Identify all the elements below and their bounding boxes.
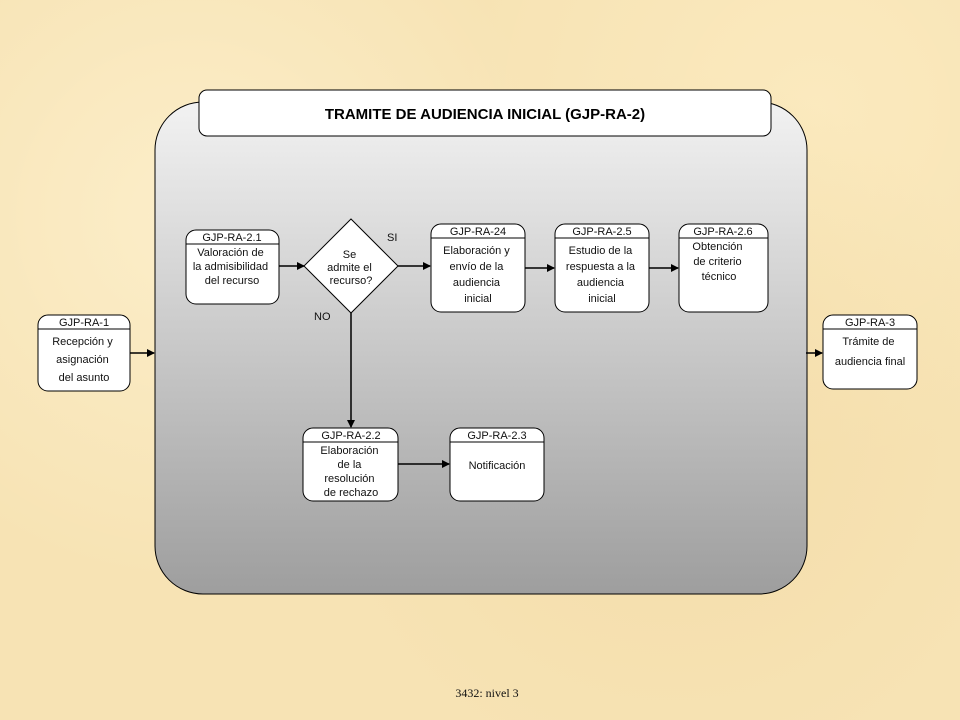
box-line: envío de la (450, 261, 505, 273)
box-line: resolución (324, 473, 374, 485)
box-line: Elaboración y (443, 245, 510, 257)
box-code: GJP-RA-2.5 (572, 226, 631, 238)
box-line: audiencia final (835, 356, 905, 368)
box-code: GJP-RA-2.6 (693, 226, 752, 238)
box-gjp-ra-24: GJP-RA-24 Elaboración y envío de la audi… (430, 223, 526, 313)
svg-text:Se admite el recur: Se admite el recurso? (327, 249, 375, 287)
yes-label: SI (387, 232, 397, 244)
box-line: Elaboración (320, 445, 378, 457)
box-line: inicial (464, 293, 492, 305)
box-gjp-ra-2-5: GJP-RA-2.5 Estudio de la respuesta a la … (554, 223, 650, 313)
box-gjp-ra-2-3: GJP-RA-2.3 Notificación (449, 427, 545, 502)
box-line: asignación (56, 354, 109, 366)
box-gjp-ra-2-1: GJP-RA-2.1 Valoración de la admisibilida… (185, 229, 280, 305)
box-line: Notificación (469, 460, 526, 472)
box-code: GJP-RA-3 (845, 317, 895, 329)
box-line: de la (338, 459, 363, 471)
box-line: Obtención (692, 241, 742, 253)
box-code: GJP-RA-2.1 (202, 232, 261, 244)
box-line: técnico (702, 271, 737, 283)
box-line: la admisibilidad (193, 261, 268, 273)
no-label: NO (314, 311, 331, 323)
svg-text:Recepción y asignación: Recepción y asignación del asunto (52, 336, 116, 384)
diagram-title: TRAMITE DE AUDIENCIA INICIAL (GJP-RA-2) (325, 106, 645, 123)
box-line: Recepción y (52, 336, 113, 348)
svg-text:Valoración de la admisib: Valoración de la admisibilidad del recur… (193, 247, 271, 287)
box-code: GJP-RA-2.2 (321, 430, 380, 442)
svg-text:Notificación: Notificación (469, 460, 526, 472)
box-line: audiencia (453, 277, 501, 289)
box-line: Estudio de la (569, 245, 633, 257)
svg-text:Elaboración y envío de l: Elaboración y envío de la audiencia inic… (443, 245, 513, 305)
box-line: de rechazo (324, 487, 378, 499)
box-line: audiencia (577, 277, 625, 289)
box-line: del asunto (59, 372, 110, 384)
svg-text:Elaboración de la: Elaboración de la resolución de rechazo (320, 445, 381, 499)
decision-line-1: Se (343, 249, 356, 261)
box-gjp-ra-2-2: GJP-RA-2.2 Elaboración de la resolución … (302, 427, 399, 502)
box-line: de criterio (693, 256, 741, 268)
box-gjp-ra-2-6: GJP-RA-2.6 Obtención de criterio técnico (678, 223, 769, 313)
decision-admite-recurso: Se admite el recurso? (303, 218, 399, 314)
title-box: TRAMITE DE AUDIENCIA INICIAL (GJP-RA-2) (198, 89, 772, 137)
box-line: Valoración de (197, 247, 263, 259)
svg-text:Estudio de la respuesta: Estudio de la respuesta a la audiencia i… (566, 245, 638, 305)
footer-text: 3432: nivel 3 (455, 686, 518, 700)
svg-text:Obtención de criterio: Obtención de criterio técnico (692, 241, 745, 283)
decision-line-2: admite el (327, 262, 372, 274)
box-code: GJP-RA-1 (59, 317, 109, 329)
box-line: respuesta a la (566, 261, 636, 273)
box-line: del recurso (205, 275, 259, 287)
box-gjp-ra-1: GJP-RA-1 Recepción y asignación del asun… (37, 314, 131, 392)
box-gjp-ra-3: GJP-RA-3 Trámite de audiencia final (822, 314, 918, 390)
box-code: GJP-RA-24 (450, 226, 506, 238)
decision-line-3: recurso? (330, 275, 373, 287)
box-line: inicial (588, 293, 616, 305)
process-panel (154, 101, 808, 595)
box-line: Trámite de (842, 336, 894, 348)
svg-text:Trámite de audiencia fin: Trámite de audiencia final (835, 336, 905, 368)
box-code: GJP-RA-2.3 (467, 430, 526, 442)
